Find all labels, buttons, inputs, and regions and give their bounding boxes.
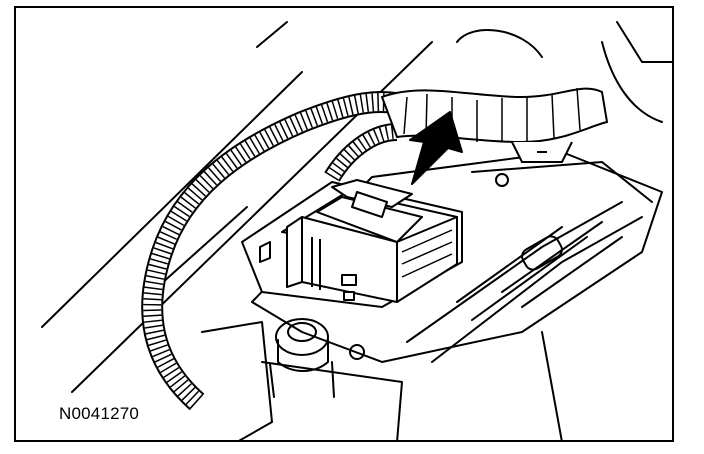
bolt-top <box>287 322 317 342</box>
figure-id-label: N0041270 <box>59 404 140 423</box>
engine-contour <box>616 21 672 63</box>
connector-window <box>343 291 355 301</box>
mount-hole <box>495 173 509 187</box>
panel-edge-line <box>151 206 248 293</box>
module-rib <box>406 201 623 343</box>
engine-contour <box>456 29 543 58</box>
module-slot <box>501 221 603 293</box>
module-rib <box>431 216 643 363</box>
panel-edge-line <box>256 21 288 48</box>
wiring-harness-taped <box>380 87 609 163</box>
wiring-harness-conduit <box>141 91 416 411</box>
engine-contour <box>601 41 663 123</box>
engine-connector-illustration <box>41 21 672 440</box>
module-boss <box>521 235 563 271</box>
module-slot <box>471 236 588 321</box>
pointer-arrow-icon <box>409 111 463 185</box>
module-slot <box>521 236 623 308</box>
connector-window <box>341 274 357 286</box>
panel-edge-line <box>41 71 303 328</box>
lower-housing <box>541 331 563 440</box>
module-base <box>251 151 663 363</box>
bolt-head <box>277 339 329 372</box>
bolt-head <box>275 318 329 356</box>
electrical-connector <box>241 179 463 308</box>
figure-frame: N0041270 <box>14 6 674 442</box>
lower-housing <box>261 361 403 440</box>
module-rib <box>471 161 653 203</box>
bolt-stud <box>269 361 335 398</box>
mount-hole <box>349 344 365 360</box>
lower-housing <box>201 321 273 440</box>
